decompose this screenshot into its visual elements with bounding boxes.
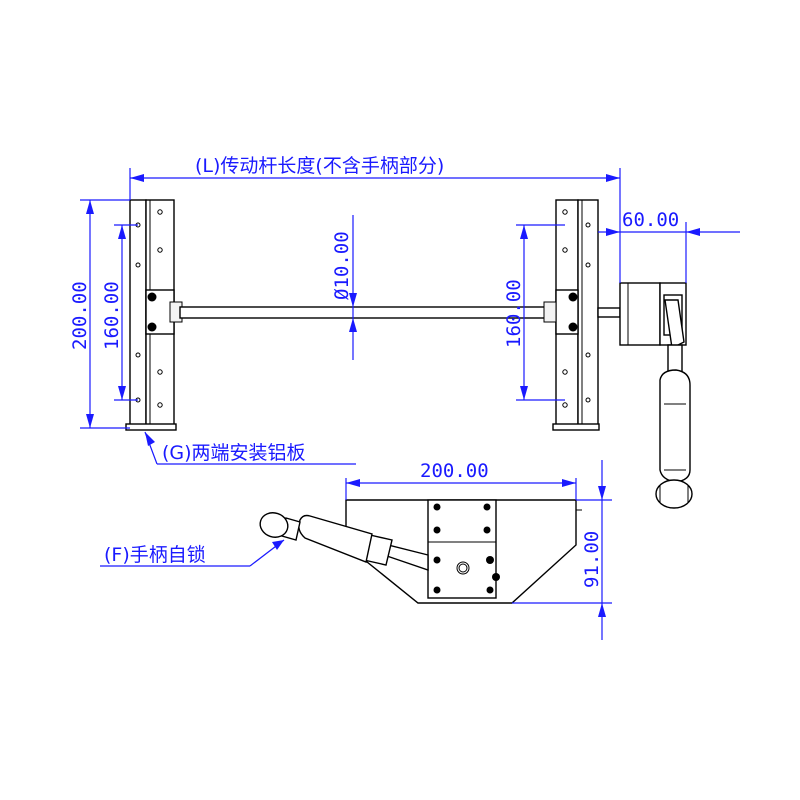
right-end-plate xyxy=(543,199,621,431)
side-view: 200.00 91.00 (F)手柄自锁 xyxy=(100,460,612,640)
callout-end-plates: (G)两端安装铝板 xyxy=(144,431,356,465)
rod-diameter-value: Ø10.00 xyxy=(331,231,353,300)
side-handle xyxy=(259,512,429,571)
dimension-side-height: 91.00 xyxy=(512,460,612,640)
rod-length-label: (L)传动杆长度(不含手柄部分) xyxy=(195,155,444,177)
dimension-side-width: 200.00 xyxy=(345,460,577,500)
hole-spacing-right-value: 160.00 xyxy=(503,279,525,348)
dimension-hole-spacing-left: 160.00 xyxy=(101,224,138,401)
dimension-crank-offset: 60.00 xyxy=(598,209,740,283)
dimension-rod-diameter: Ø10.00 xyxy=(331,215,357,360)
callout-handle-lock: (F)手柄自锁 xyxy=(100,539,285,567)
dimension-plate-height: 200.00 xyxy=(69,199,130,429)
dimension-rod-length: (L)传动杆长度(不含手柄部分) xyxy=(129,155,621,283)
plate-height-value: 200.00 xyxy=(69,281,91,350)
transmission-rod xyxy=(179,306,559,319)
side-width-value: 200.00 xyxy=(420,460,489,482)
crank-handle xyxy=(619,282,693,509)
dimension-hole-spacing-right: 160.00 xyxy=(503,224,565,401)
side-height-value: 91.00 xyxy=(581,531,603,588)
left-end-plate xyxy=(125,199,183,431)
hole-spacing-left-value: 160.00 xyxy=(101,281,123,350)
end-plates-label: (G)两端安装铝板 xyxy=(162,442,306,464)
top-view: (L)传动杆长度(不含手柄部分) 60.00 Ø10.00 200.00 xyxy=(69,155,740,509)
handle-lock-label: (F)手柄自锁 xyxy=(104,544,206,566)
crank-offset-value: 60.00 xyxy=(622,209,679,231)
